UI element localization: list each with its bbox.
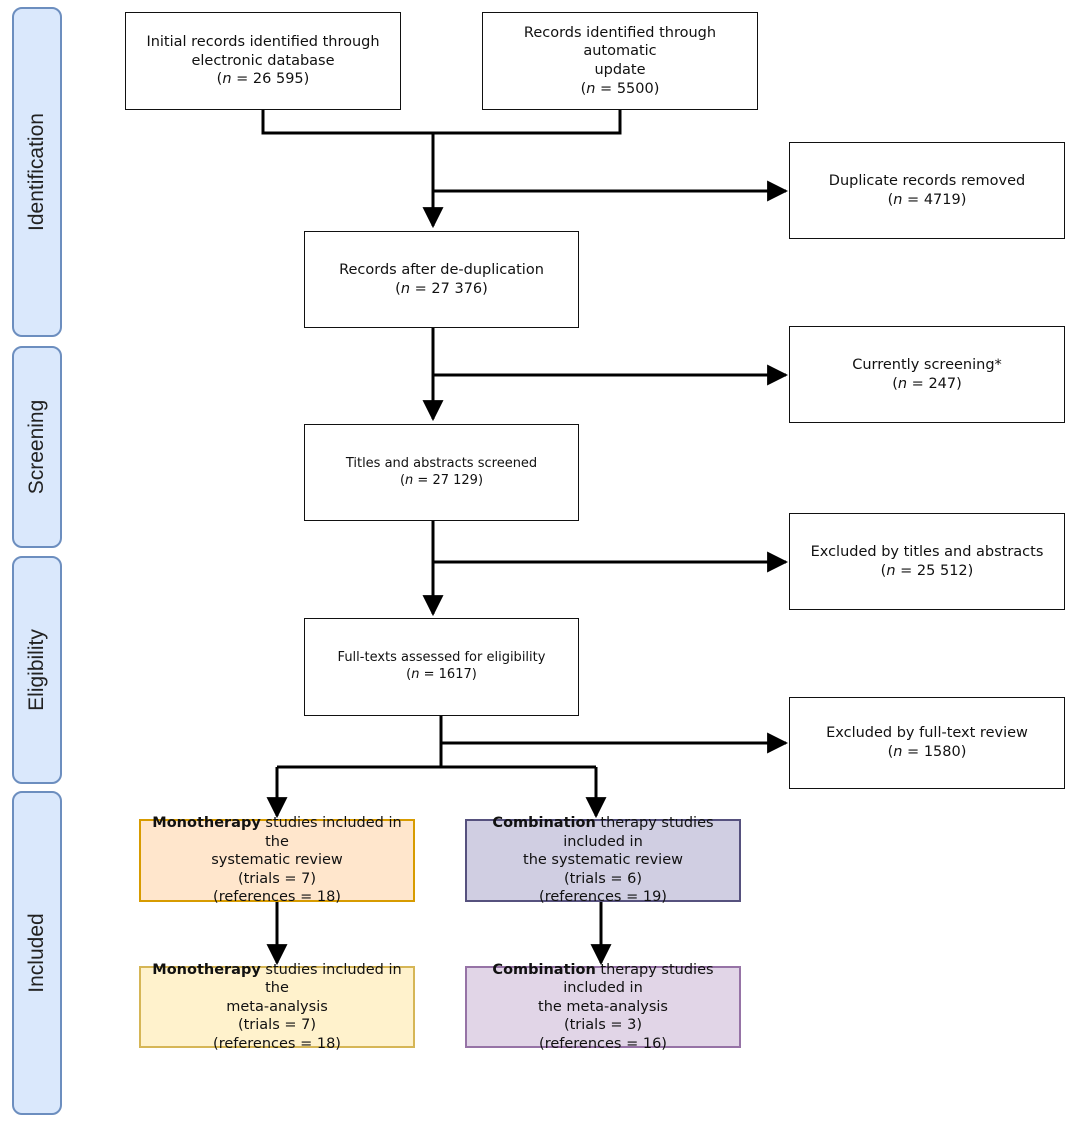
dedup-count: (n = 27 376) (395, 280, 488, 297)
comb-sr-refs: (references = 19) (539, 889, 667, 906)
comb-ma-trials: (trials = 3) (563, 1017, 643, 1034)
duplicates-count: (n = 4719) (887, 191, 967, 208)
comb-sr-line1: Combination therapy studies included in (492, 815, 714, 850)
current-count: (n = 247) (892, 375, 962, 392)
box-currently-screening: Currently screening* (n = 247) (789, 326, 1065, 423)
stage-identification: Identification (12, 7, 62, 337)
initial-line2: electronic database (191, 52, 335, 69)
mono-sr-refs: (references = 18) (213, 889, 341, 906)
current-line1: Currently screening* (852, 356, 1002, 373)
mono-ma-refs: (references = 18) (213, 1035, 341, 1052)
initial-line1: Initial records identified through (146, 34, 380, 51)
box-initial-records: Initial records identified through elect… (125, 12, 401, 110)
excl-fulltext-count: (n = 1580) (887, 744, 967, 760)
mono-sr-trials: (trials = 7) (237, 870, 317, 887)
box-excluded-fulltext: Excluded by full-text review (n = 1580) (789, 697, 1065, 789)
duplicates-line1: Duplicate records removed (828, 172, 1026, 189)
box-after-dedup: Records after de-duplication (n = 27 376… (304, 231, 579, 328)
mono-sr-line2: systematic review (211, 852, 343, 869)
excl-fulltext-line1: Excluded by full-text review (826, 725, 1028, 742)
mono-ma-line1: Monotherapy studies included in the (152, 961, 402, 997)
box-comb-systematic-review: Combination therapy studies included in … (465, 815, 741, 905)
dedup-line1: Records after de-duplication (339, 261, 544, 278)
comb-ma-line1: Combination therapy studies included in (492, 961, 714, 997)
box-mono-systematic-review: Monotherapy studies included in the syst… (139, 815, 415, 905)
stage-screening: Screening (12, 346, 62, 548)
box-mono-meta-analysis: Monotherapy studies included in the meta… (139, 962, 415, 1052)
excl-titles-count: (n = 25 512) (880, 562, 974, 579)
comb-sr-trials: (trials = 6) (563, 870, 643, 887)
automatic-line1: Records identified through automatic (523, 24, 717, 60)
fulltext-line1: Full-texts assessed for eligibility (337, 650, 546, 666)
automatic-count: (n = 5500) (580, 80, 660, 97)
comb-ma-line2: the meta-analysis (538, 998, 668, 1015)
merge-bracket (261, 110, 622, 135)
box-comb-meta-analysis: Combination therapy studies included in … (465, 962, 741, 1052)
comb-sr-line2: the systematic review (523, 852, 683, 869)
box-fulltext-assessed: Full-texts assessed for eligibility (n =… (304, 618, 579, 716)
titles-count: (n = 27 129) (399, 472, 484, 488)
titles-line1: Titles and abstracts screened (345, 455, 538, 471)
automatic-line2: update (594, 62, 646, 78)
fulltext-count: (n = 1617) (406, 667, 477, 682)
mono-ma-trials: (trials = 7) (237, 1017, 317, 1034)
stage-eligibility: Eligibility (12, 556, 62, 784)
box-automatic-update: Records identified through automatic upd… (482, 12, 758, 110)
mono-sr-line1: Monotherapy studies included in the (152, 815, 402, 850)
mono-ma-line2: meta-analysis (226, 998, 328, 1015)
excl-titles-line1: Excluded by titles and abstracts (810, 543, 1044, 560)
initial-count: (n = 26 595) (216, 71, 310, 88)
stage-included: Included (12, 791, 62, 1115)
comb-ma-refs: (references = 16) (539, 1035, 667, 1052)
box-excluded-titles: Excluded by titles and abstracts (n = 25… (789, 513, 1065, 610)
box-duplicates-removed: Duplicate records removed (n = 4719) (789, 142, 1065, 239)
box-titles-screened: Titles and abstracts screened (n = 27 12… (304, 424, 579, 521)
